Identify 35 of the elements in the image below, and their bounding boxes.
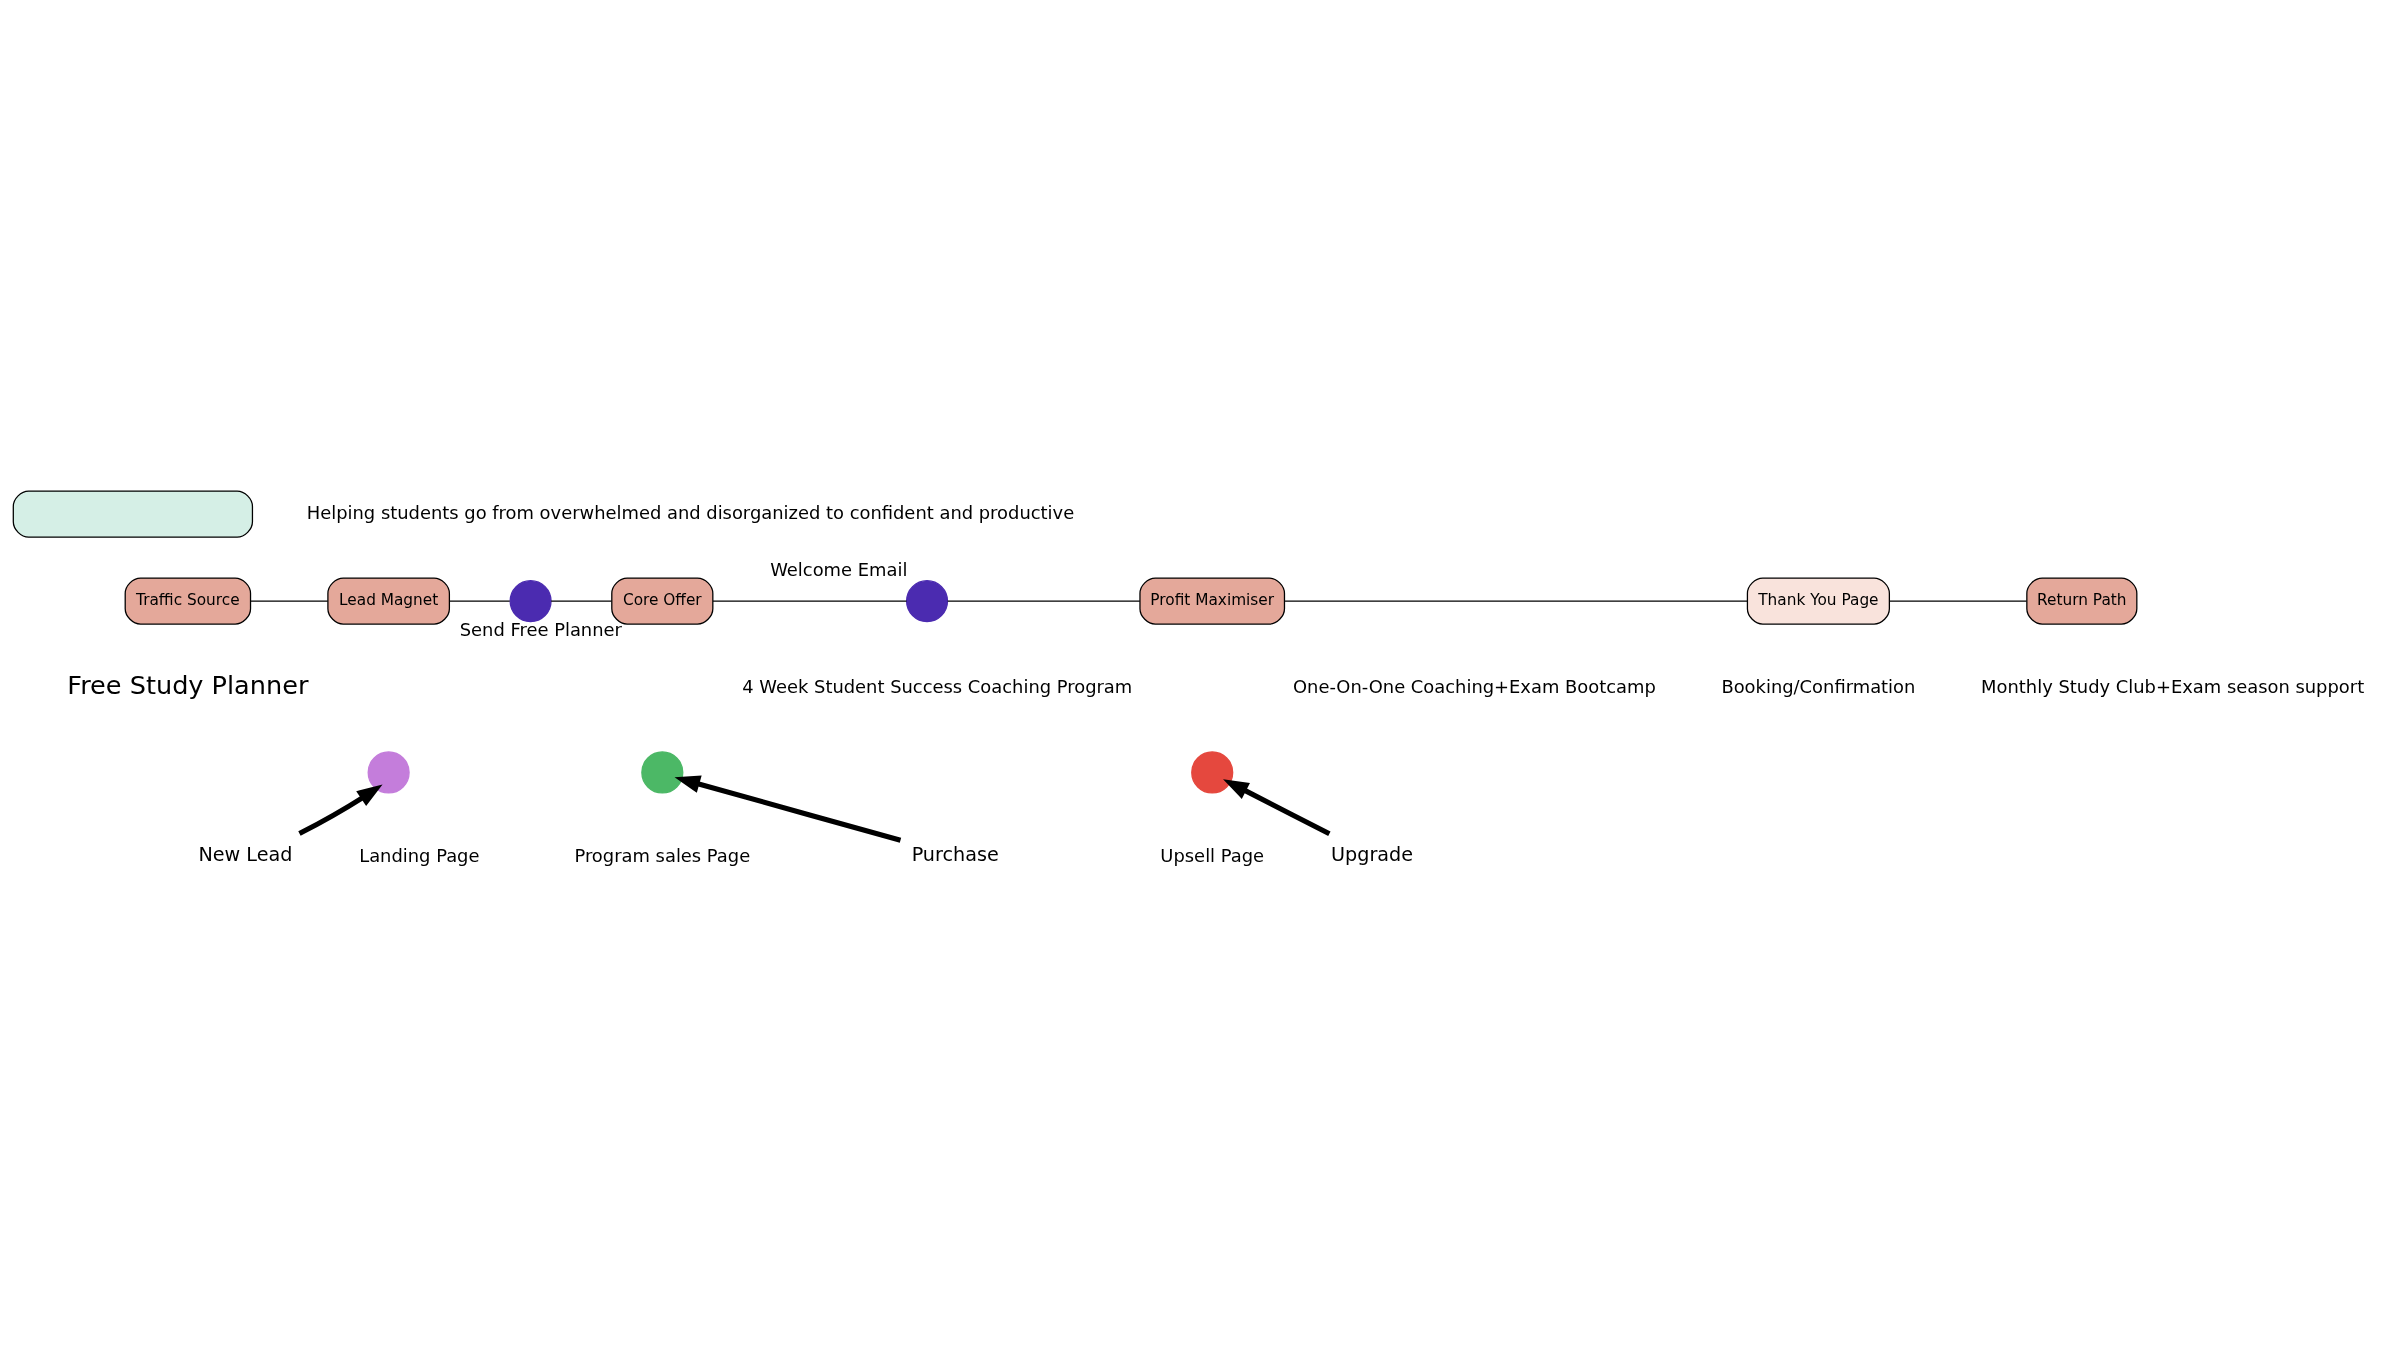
label: Landing Page [359,844,480,866]
label: Monthly Study Club+Exam season support [1981,675,2365,697]
label: Booking/Confirmation [1721,675,1916,697]
connector [947,599,1141,602]
arrow [1223,778,1331,836]
node-text: Upgrade [1331,842,1414,866]
arrow [298,783,383,836]
node-box [12,490,254,538]
connector [449,599,511,602]
node-box: Lead Magnet [327,576,451,625]
label: Upsell Page [1160,844,1265,866]
node-circle [509,579,552,622]
label: One-On-One Coaching+Exam Bootcamp [1292,675,1656,697]
connector [712,599,908,602]
connector [1888,599,2028,602]
node-box: Return Path [2026,576,2138,625]
node-box: Traffic Source [124,576,252,625]
connector [1284,599,1748,602]
node-circle [641,750,684,794]
label: Helping students go from overwhelmed and disorganized to confident and productive [306,501,1075,523]
node-circle [1191,750,1234,794]
node-label: Welcome Email [770,558,908,580]
node-box: Thank You Page [1746,576,1890,625]
node-box: Profit Maximiser [1139,576,1286,625]
label: Free Study Planner [67,669,309,700]
connector [249,599,329,602]
node-circle [367,750,410,794]
label: 4 Week Student Success Coaching Program [742,675,1133,697]
node-text: Purchase [911,842,999,866]
node-box: Core Offer [611,576,714,625]
node-circle [905,579,949,622]
connector [550,599,613,602]
label: Program sales Page [574,844,751,866]
arrow [674,774,902,843]
node-text: New Lead [198,842,293,866]
